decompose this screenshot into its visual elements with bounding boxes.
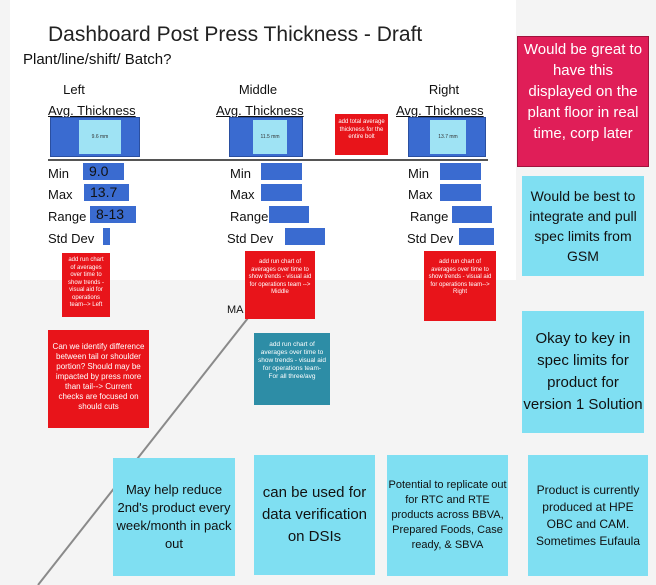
note-key-in: Okay to key in spec limits for product f…	[522, 311, 644, 433]
stat-label-std-right: Std Dev	[407, 231, 454, 246]
stat-label-max-left: Max	[48, 187, 73, 202]
page-subtitle: Plant/line/shift/ Batch?	[23, 51, 172, 68]
stat-label-max-middle: Max	[230, 187, 255, 202]
note-real-time: Would be great to have this displayed on…	[517, 36, 649, 167]
thickness-box-right: 13.7 mm	[408, 117, 486, 157]
column-heading-right: Right	[428, 82, 460, 97]
note-replicate-text: Potential to replicate out for RTC and R…	[388, 479, 507, 551]
stat-bar-max-left: 13.7	[84, 184, 129, 201]
stat-label-min-right: Min	[408, 166, 429, 181]
stat-bar-std-left	[103, 228, 110, 245]
avg-thickness-label-right: Avg. Thickness	[396, 103, 484, 118]
note-run-chart-middle: add run chart of averages over time to s…	[245, 251, 315, 319]
note-key-in-text: Okay to key in spec limits for product f…	[523, 330, 643, 413]
note-reduce-seconds-text: May help reduce 2nd's product every week…	[116, 482, 232, 551]
stat-label-std-middle: Std Dev	[227, 231, 274, 246]
page-title: Dashboard Post Press Thickness - Draft	[48, 23, 423, 46]
note-data-verification: can be used for data verification on DSI…	[254, 455, 375, 575]
note-total-average: add total average thickness for the enti…	[335, 114, 388, 155]
note-replicate: Potential to replicate out for RTC and R…	[387, 455, 508, 576]
note-run-chart-right: add run chart of averages over time to s…	[424, 251, 496, 321]
thickness-value-left: 9.6 mm	[79, 120, 121, 154]
stat-bar-min-middle	[261, 163, 302, 180]
thickness-box-middle: 11.5 mm	[229, 117, 303, 157]
thickness-box-left: 9.6 mm	[50, 117, 140, 157]
stat-label-range-middle: Range	[230, 209, 269, 224]
stat-bar-std-right	[459, 228, 494, 245]
stat-label-range-left: Range	[48, 209, 87, 224]
stat-bar-range-left: 8-13	[90, 206, 136, 223]
stat-label-min-left: Min	[48, 166, 69, 181]
stat-bar-max-middle	[261, 184, 302, 201]
note-tail-shoulder: Can we identify difference between tail …	[48, 330, 149, 428]
stat-label-min-middle: Min	[230, 166, 251, 181]
note-gsm: Would be best to integrate and pull spec…	[522, 176, 644, 276]
column-heading-middle: Middle	[238, 82, 278, 97]
stat-bar-range-right	[452, 206, 492, 223]
note-produced-text: Product is currently produced at HPE OBC…	[535, 482, 641, 548]
note-reduce-seconds: May help reduce 2nd's product every week…	[113, 458, 235, 576]
note-run-chart-left: add run chart of averages over time to s…	[62, 253, 110, 317]
stat-bar-std-middle	[285, 228, 325, 245]
thickness-value-right: 13.7 mm	[430, 120, 466, 154]
stat-bar-range-middle	[269, 206, 309, 223]
ma-label: MA	[227, 304, 244, 316]
note-run-chart-all: add run chart of averages over time to s…	[254, 333, 330, 405]
avg-thickness-label-middle: Avg. Thickness	[216, 103, 304, 118]
divider-line	[48, 159, 488, 161]
avg-thickness-label-left: Avg. Thickness	[48, 103, 136, 118]
stat-label-max-right: Max	[408, 187, 433, 202]
column-heading-left: Left	[63, 82, 85, 97]
stat-bar-max-right	[440, 184, 481, 201]
stat-bar-min-left: 9.0	[83, 163, 124, 180]
stat-label-range-right: Range	[410, 209, 449, 224]
note-data-verification-text: can be used for data verification on DSI…	[261, 484, 368, 545]
thickness-value-middle: 11.5 mm	[253, 120, 287, 154]
note-gsm-text: Would be best to integrate and pull spec…	[529, 188, 637, 264]
stat-bar-min-right	[440, 163, 481, 180]
note-produced: Product is currently produced at HPE OBC…	[528, 455, 648, 576]
stat-label-std-left: Std Dev	[48, 231, 95, 246]
